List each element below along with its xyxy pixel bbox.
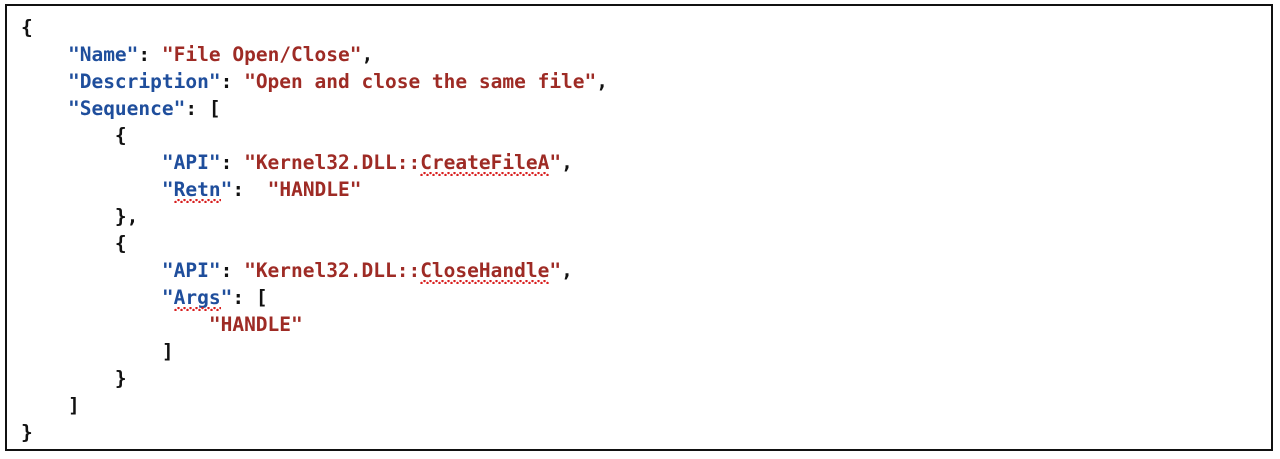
- code-token-punct: :: [220, 70, 245, 93]
- code-line: "HANDLE": [21, 311, 1267, 338]
- code-token-punct: :: [220, 259, 245, 282]
- spellcheck-squiggle-text: CloseHandle: [420, 259, 550, 284]
- code-token-key: ": [161, 178, 174, 201]
- code-token-str: "HANDLE": [267, 178, 362, 201]
- code-indent: [21, 259, 162, 282]
- code-line: "API": "Kernel32.DLL::CloseHandle",: [21, 257, 1267, 284]
- code-indent: [21, 394, 68, 417]
- code-token-punct: }: [114, 367, 127, 390]
- code-token-punct: ]: [67, 394, 80, 417]
- code-token-punct: ,: [361, 43, 374, 66]
- code-indent: [21, 178, 162, 201]
- code-token-punct: }: [21, 421, 33, 444]
- code-token-punct: ,: [561, 259, 573, 282]
- code-indent: [21, 286, 162, 309]
- code-token-key: ": [220, 178, 233, 201]
- code-token-str: "HANDLE": [208, 313, 303, 336]
- code-token-str: "Kernel32.DLL::: [244, 151, 421, 174]
- code-line: ]: [21, 338, 1267, 365]
- code-token-key: ": [161, 286, 174, 309]
- code-token-punct: :: [220, 151, 245, 174]
- code-line: "Retn": "HANDLE": [21, 176, 1267, 203]
- code-indent: [21, 97, 68, 120]
- code-token-punct: {: [21, 16, 33, 39]
- code-indent: [21, 43, 68, 66]
- code-token-punct: [: [208, 97, 221, 120]
- spellcheck-squiggle-text: CreateFileA: [420, 151, 550, 176]
- code-token-str: ": [549, 259, 562, 282]
- code-token-str: ": [549, 151, 562, 174]
- code-indent: [21, 340, 162, 363]
- code-token-key: ": [220, 286, 233, 309]
- code-line: ]: [21, 392, 1267, 419]
- code-line: }: [21, 419, 1267, 446]
- json-code-listing: { "Name": "File Open/Close", "Descriptio…: [21, 14, 1267, 447]
- code-token-punct: {: [114, 232, 127, 255]
- code-indent: [21, 124, 115, 147]
- code-line: "Args": [: [21, 284, 1267, 311]
- spellcheck-squiggle-text: Retn: [173, 178, 221, 203]
- code-token-punct: ]: [161, 340, 174, 363]
- code-line: "Sequence": [: [21, 95, 1267, 122]
- code-token-punct: ,: [561, 151, 573, 174]
- code-line: "Name": "File Open/Close",: [21, 41, 1267, 68]
- code-indent: [21, 205, 115, 228]
- code-token-key: "API": [161, 259, 221, 282]
- code-indent: [21, 367, 115, 390]
- code-line: {: [21, 122, 1267, 149]
- code-indent: [21, 70, 68, 93]
- code-token-punct: ,: [596, 70, 609, 93]
- code-token-str: "File Open/Close": [161, 43, 362, 66]
- code-indent: [21, 232, 115, 255]
- spellcheck-squiggle-text: Args: [173, 286, 221, 311]
- code-token-key: "API": [161, 151, 221, 174]
- code-token-key: "Sequence": [67, 97, 186, 120]
- code-token-punct: :: [185, 97, 209, 120]
- code-token-punct: :: [232, 178, 268, 201]
- code-figure-box: { "Name": "File Open/Close", "Descriptio…: [5, 4, 1273, 451]
- code-line: {: [21, 230, 1267, 257]
- code-token-punct: :: [138, 43, 162, 66]
- code-indent: [21, 151, 162, 174]
- code-token-punct: :: [232, 286, 256, 309]
- code-line: "API": "Kernel32.DLL::CreateFileA",: [21, 149, 1267, 176]
- code-token-key: "Name": [67, 43, 139, 66]
- code-indent: [21, 313, 209, 336]
- code-line: "Description": "Open and close the same …: [21, 68, 1267, 95]
- code-token-punct: [: [255, 286, 268, 309]
- code-line: }: [21, 365, 1267, 392]
- code-line: },: [21, 203, 1267, 230]
- code-token-key: "Description": [67, 70, 221, 93]
- code-token-str: "Kernel32.DLL::: [244, 259, 421, 282]
- code-token-str: "Open and close the same file": [244, 70, 597, 93]
- code-token-punct: {: [114, 124, 127, 147]
- code-token-punct: },: [114, 205, 139, 228]
- code-line: {: [21, 14, 1267, 41]
